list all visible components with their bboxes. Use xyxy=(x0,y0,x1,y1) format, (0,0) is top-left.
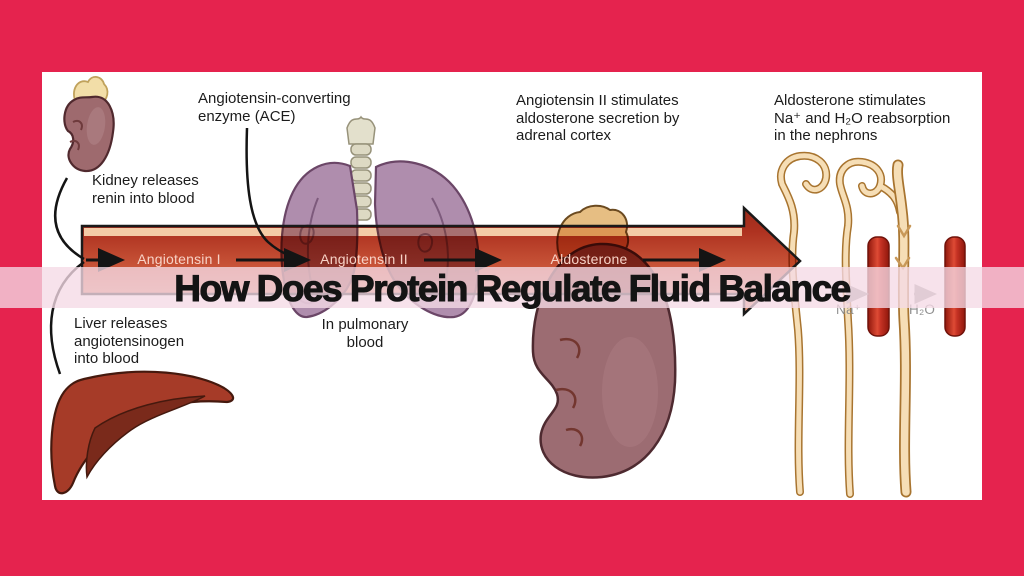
label-pulmonary: In pulmonary blood xyxy=(321,316,409,351)
kidney-icon xyxy=(63,76,115,173)
nephron-icon xyxy=(777,151,912,498)
liver-icon xyxy=(50,370,235,495)
band-top-stripe xyxy=(84,228,742,236)
label-angiotensin2: Angiotensin II stimulates aldosterone se… xyxy=(516,92,680,144)
label-aldosterone: Aldosterone stimulates Na⁺ and H₂O reabs… xyxy=(774,92,951,144)
page-title: How Does Protein Regulate Fluid Balance xyxy=(174,267,852,309)
step-angiotensin-1: Angiotensin I xyxy=(137,251,221,267)
label-liver-releases: Liver releases angiotensinogen into bloo… xyxy=(74,315,185,367)
connector-ace-to-band xyxy=(245,127,301,261)
label-ace: Angiotensin-converting enzyme (ACE) xyxy=(198,90,351,125)
step-aldosterone: Aldosterone xyxy=(550,251,628,267)
title-banner: How Does Protein Regulate Fluid Balance xyxy=(0,267,1024,309)
connector-kidney-to-band xyxy=(54,177,85,261)
label-kidney-releases: Kidney releases renin into blood xyxy=(92,172,199,207)
step-angiotensin-2: Angiotensin II xyxy=(320,251,408,267)
